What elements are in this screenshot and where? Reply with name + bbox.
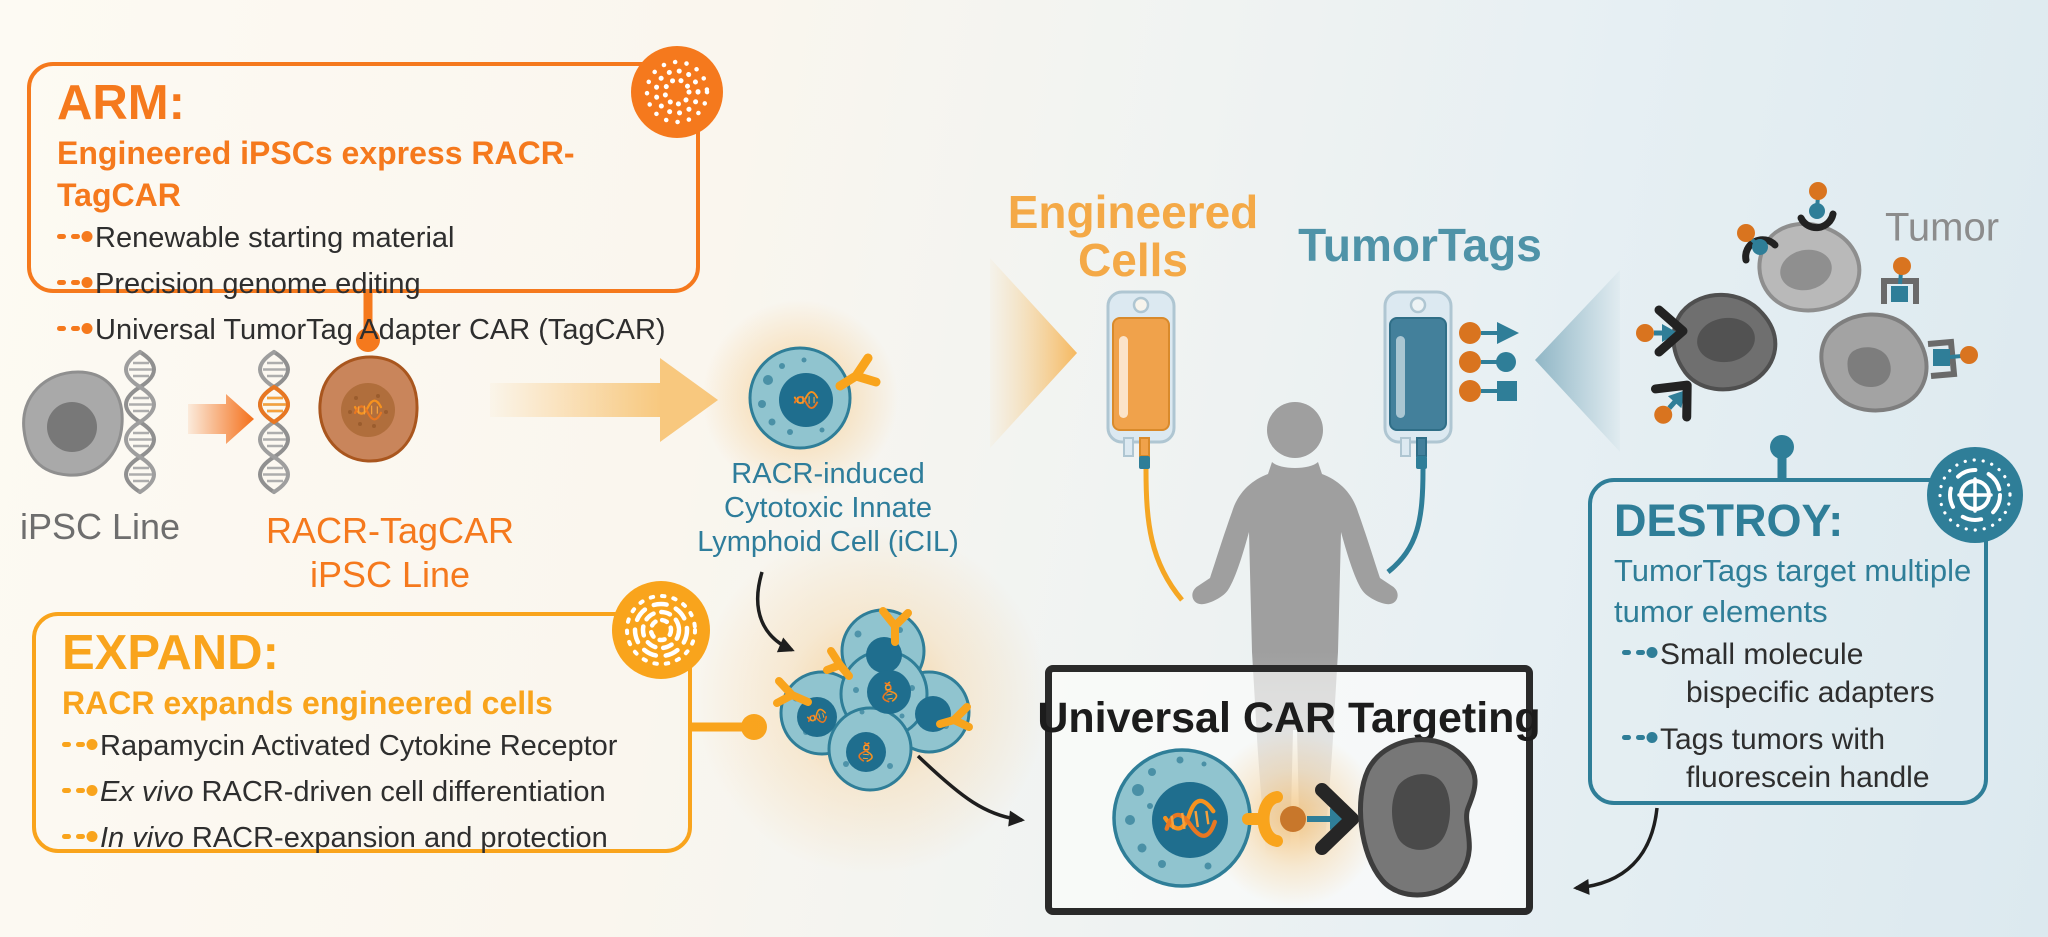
dash-dash-dot-icon [1622, 647, 1658, 658]
arm-title: ARM: [57, 76, 185, 130]
list-item: Rapamycin Activated Cytokine Receptor [62, 728, 688, 765]
universal-car-targeting-box: Universal CAR Targeting [1037, 665, 1541, 915]
universal-car-targeting-title: Universal CAR Targeting [1037, 694, 1541, 742]
tumor-label: Tumor [1884, 205, 2000, 250]
flow-arrow-ipsc-to-icil [490, 358, 718, 442]
tumor-receptor-icon [1636, 305, 1688, 357]
icil-cell-cluster [773, 607, 973, 792]
icil-label: RACR-induced Cytotoxic Innate Lymphoid C… [697, 458, 959, 558]
destroy-callout-box: DESTROY: TumorTags target multiple tumor… [1588, 478, 1988, 805]
tumor-receptor-icon [1881, 257, 1919, 304]
iv-tube [1143, 468, 1184, 602]
dash-dash-dot-icon [57, 323, 93, 334]
destroy-title: DESTROY: [1614, 495, 1844, 546]
tumortags-label: TumorTags [1298, 219, 1542, 271]
flow-arrow-tumor-to-tags [1535, 270, 1620, 452]
dna-helix-icon [124, 350, 156, 494]
dash-dash-dot-icon [62, 739, 98, 750]
racr-tagcar-ipsc-line-label: RACR-TagCAR iPSC Line [265, 510, 515, 595]
editing-arrow [188, 394, 254, 444]
list-item: Universal TumorTag Adapter CAR (TagCAR) [57, 312, 696, 349]
list-item: Renewable starting material [57, 220, 696, 257]
engineered-cells-label: Engineered Cells [1007, 186, 1259, 286]
ipsc-cell [22, 370, 124, 477]
tumor-receptor-icon [1737, 224, 1779, 264]
list-item: Precision genome editing [57, 266, 696, 303]
engineered-cells-iv-bag [1106, 290, 1184, 602]
flow-arrow-cells-to-patient [990, 258, 1077, 448]
tumor-receptor-icon [1927, 338, 1978, 379]
dash-dash-dot-icon [62, 831, 98, 842]
arm-box-connector [356, 291, 380, 352]
arm-subtitle: Engineered iPSCs express RACR-TagCAR [57, 135, 575, 213]
expand-subtitle: RACR expands engineered cells [62, 685, 553, 721]
list-item: Ex vivo RACR-driven cell differentiation [62, 774, 688, 811]
arm-callout-box: ARM: Engineered iPSCs express RACR-TagCA… [27, 62, 700, 346]
destroy-subtitle: TumorTags target multiple tumor elements [1614, 553, 1972, 629]
expand-callout-box: EXPAND: RACR expands engineered cells Ra… [32, 612, 692, 854]
tumor-receptor-icon [1651, 380, 1692, 424]
tumortags-iv-bag [1383, 290, 1453, 574]
list-item: In vivo RACR-expansion and protection [62, 820, 688, 857]
dna-helix-edited-icon [258, 350, 290, 494]
dash-dash-dot-icon [1622, 732, 1658, 743]
icil-cell [748, 346, 881, 450]
dash-dash-dot-icon [62, 785, 98, 796]
dash-dash-dot-icon [57, 231, 93, 242]
tumor-cells [1636, 182, 1978, 424]
iv-tube [1386, 468, 1426, 574]
ipsc-line-label: iPSC Line [19, 506, 181, 547]
destroy-box-connector [1770, 435, 1794, 480]
dash-dash-dot-icon [57, 277, 93, 288]
arrow-icil-to-cluster [755, 571, 795, 653]
expand-title: EXPAND: [62, 626, 279, 680]
arrow-destroy-to-universal [1573, 807, 1659, 895]
arrow-cluster-to-universal [916, 754, 1025, 827]
tagcar-receptor-icon [835, 353, 881, 391]
tagcar-receptor-icons [773, 607, 973, 731]
racr-tagcar-ipsc-cell [318, 355, 419, 463]
tumortag-adapter-icons [1459, 322, 1519, 402]
tumor-receptor-icon [1797, 182, 1837, 232]
